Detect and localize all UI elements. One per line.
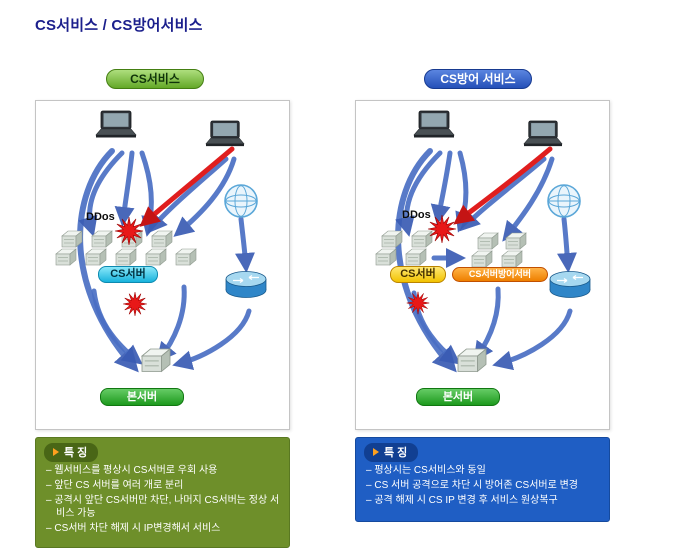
page-title: CS서비스 / CS방어서비스 [35,17,203,34]
cs-service-features: 특 징 웹서비스를 평상시 CS서버로 우회 사용 앞단 CS 서버를 여러 개… [35,437,290,548]
feature-item: 공격 해제 시 CS IP 변경 후 서비스 원상복구 [366,494,601,507]
traffic-arrows [77,148,255,373]
cs-service-title-badge: CS서비스 [106,69,204,89]
features-tab-pointer-icon [373,448,379,456]
ddos-attack-arrow [453,146,553,225]
feature-item: 평상시는 CS서비스와 동일 [366,464,601,477]
cs-defense-diagram: DDos CS서버 CS서버방어서버 본서버 [355,100,610,430]
block-explosion-icon [122,291,148,317]
features-tab-label: 특 징 [64,447,88,459]
defense-server-badge: CS서버방어서버 [452,267,548,282]
feature-item: 앞단 CS 서버를 여러 개로 분리 [46,479,281,492]
laptop-icon [523,120,563,147]
cs-service-diagram: DDos CS서버 본서버 [35,100,290,430]
features-list: 웹서비스를 평상시 CS서버로 우회 사용 앞단 CS 서버를 여러 개로 분리… [46,464,281,535]
laptop-icon [95,110,137,138]
ddos-label: DDos [402,209,431,221]
features-tab: 특 징 [364,443,419,462]
defense-server-cluster [471,232,527,268]
router-icon [225,271,267,298]
laptop-icon [205,120,245,147]
router-icon [549,271,591,298]
ddos-label: DDos [86,211,115,223]
feature-item: 웹서비스를 평상시 CS서버로 우회 사용 [46,464,281,477]
cs-server-cluster [375,230,433,266]
feature-item: 공격시 앞단 CS서버만 차단, 나머지 CS서버는 정상 서비스 가능 [46,494,281,520]
laptop-icon [413,110,455,138]
ddos-attack-arrow [139,146,235,227]
main-server-icon [457,348,487,372]
cs-defense-title-badge: CS방어 서비스 [424,69,532,89]
globe-icon [224,184,258,218]
main-server-icon [141,348,171,372]
cs-defense-diagram-svg [375,110,591,373]
features-list: 평상시는 CS서비스와 동일 CS 서버 공격으로 차단 시 방어존 CS서버로… [366,464,601,507]
cs-server-badge: CS서버 [98,266,158,283]
features-tab: 특 징 [44,443,99,462]
features-tab-pointer-icon [53,448,59,456]
features-tab-label: 특 징 [384,447,408,459]
main-server-badge: 본서버 [416,388,500,406]
feature-item: CS 서버 공격으로 차단 시 방어존 CS서버로 변경 [366,479,601,492]
cs-service-diagram-svg [55,110,267,373]
main-server-badge: 본서버 [100,388,184,406]
cs-defense-features: 특 징 평상시는 CS서비스와 동일 CS 서버 공격으로 차단 시 방어존 C… [355,437,610,522]
globe-icon [547,184,581,218]
cs-server-badge: CS서버 [390,266,446,283]
feature-item: CS서버 차단 해제 시 IP변경해서 서비스 [46,522,281,535]
